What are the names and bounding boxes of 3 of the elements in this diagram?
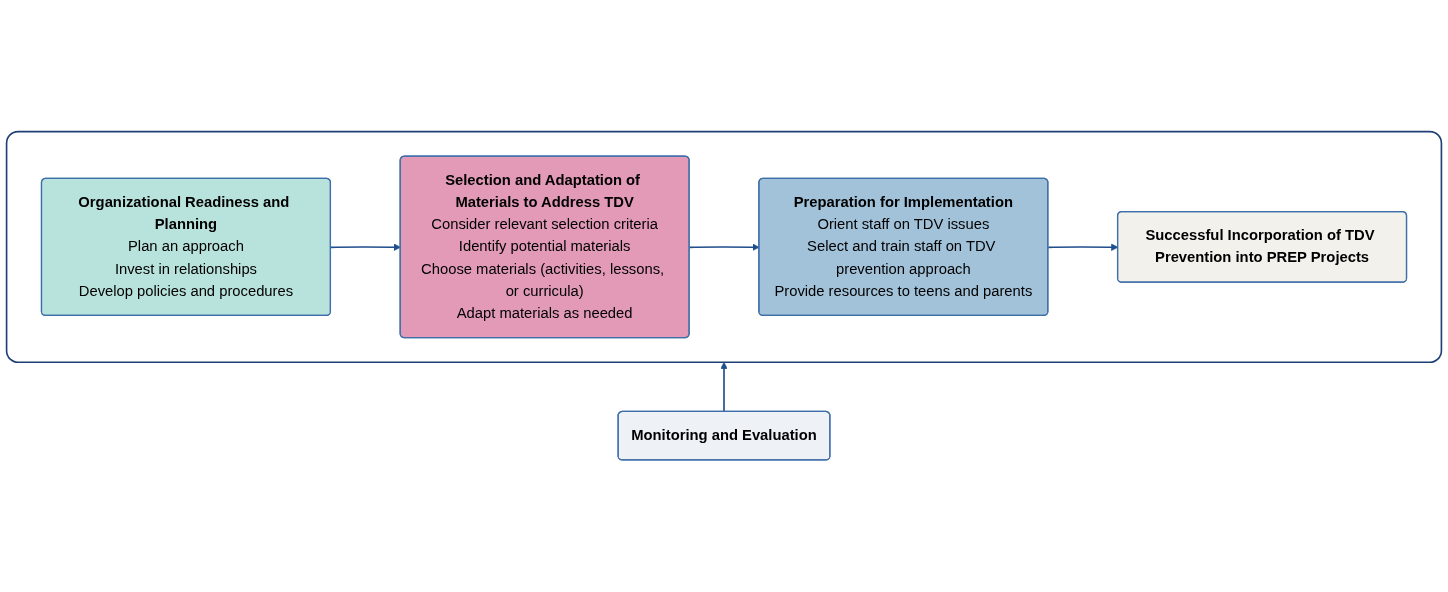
arrow (720, 362, 728, 413)
cluster (5, 131, 1443, 364)
arrow (330, 243, 401, 252)
